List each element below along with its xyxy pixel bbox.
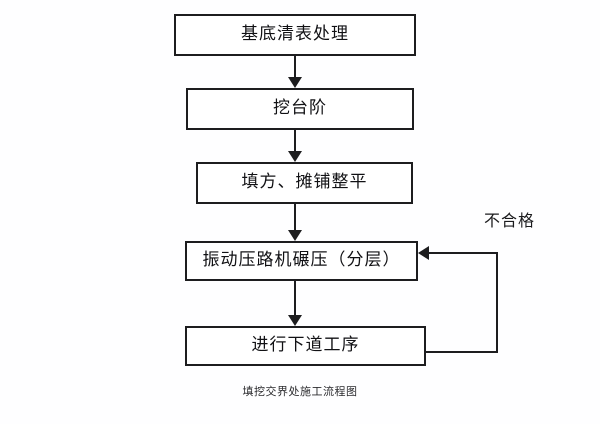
connector-node3-node4 <box>294 204 296 233</box>
flow-node-label: 基底清表处理 <box>241 23 349 44</box>
arrowhead-left-icon <box>418 246 429 260</box>
flow-node-label: 进行下道工序 <box>251 334 360 355</box>
flow-node-next-process[interactable]: 进行下道工序 <box>185 326 426 366</box>
flow-node-fill-and-level[interactable]: 填方、摊铺整平 <box>196 162 413 204</box>
flow-node-dig-steps[interactable]: 挖台阶 <box>186 88 414 130</box>
connector-node1-node2 <box>294 56 296 80</box>
connector-node4-node5 <box>294 281 296 318</box>
diagram-caption: 填挖交界处施工流程图 <box>242 385 358 398</box>
flow-node-vibratory-roller-compaction[interactable]: 振动压路机碾压（分层） <box>185 241 418 281</box>
feedback-loop-segment-up <box>496 252 498 353</box>
feedback-loop-segment-left <box>424 252 498 254</box>
arrowhead-down-icon <box>288 315 302 326</box>
feedback-loop-label: 不合格 <box>484 211 536 230</box>
flow-node-label: 振动压路机碾压（分层） <box>202 249 401 270</box>
flow-node-base-clearing[interactable]: 基底清表处理 <box>174 14 416 56</box>
feedback-loop-segment-right <box>426 351 498 353</box>
connector-node2-node3 <box>294 130 296 154</box>
arrowhead-down-icon <box>288 77 302 88</box>
arrowhead-down-icon <box>288 151 302 162</box>
flow-node-label: 挖台阶 <box>273 97 327 118</box>
flow-node-label: 填方、摊铺整平 <box>241 171 368 192</box>
arrowhead-down-icon <box>288 230 302 241</box>
